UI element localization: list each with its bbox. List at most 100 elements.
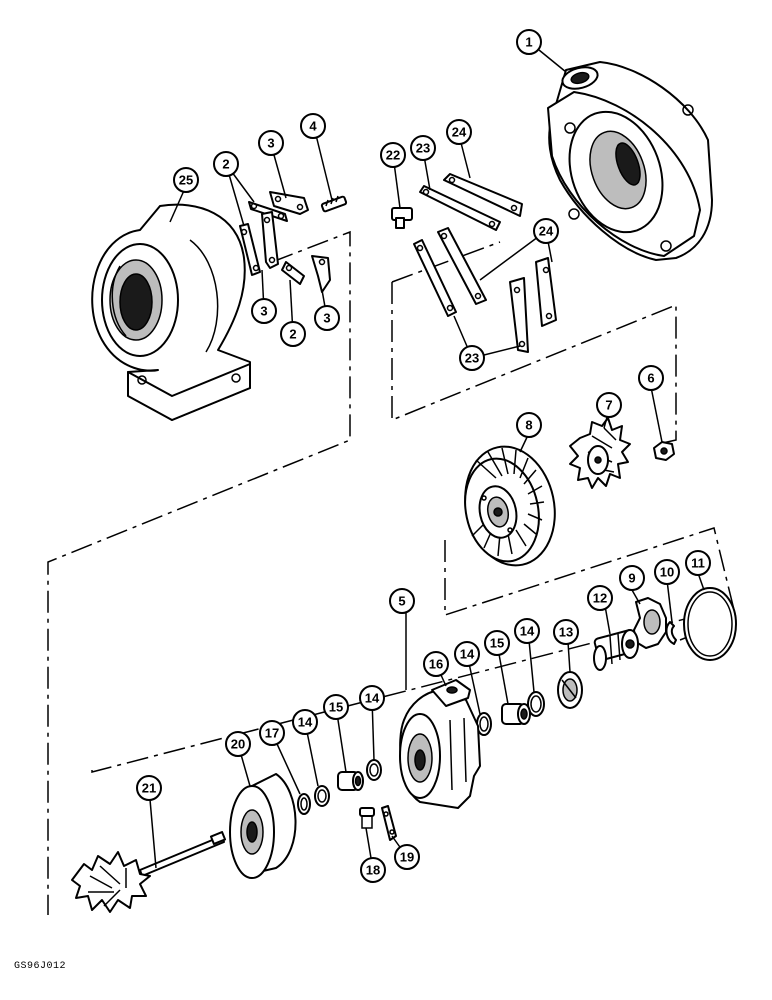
callout-14-c: 14	[454, 641, 480, 667]
callout-24-lower: 24	[533, 218, 559, 244]
svg-text:23: 23	[416, 141, 430, 156]
callout-21: 21	[136, 775, 162, 801]
svg-text:24: 24	[452, 125, 467, 140]
callout-6: 6	[638, 365, 664, 391]
bearing-15-upper	[501, 703, 531, 725]
svg-text:14: 14	[520, 624, 535, 639]
clamp-3-upper	[269, 191, 309, 215]
svg-text:15: 15	[490, 636, 504, 651]
callout-17: 17	[259, 720, 285, 746]
svg-text:22: 22	[386, 148, 400, 163]
callout-22: 22	[380, 142, 406, 168]
svg-text:2: 2	[222, 157, 229, 172]
callout-3-left: 3	[251, 298, 277, 324]
callout-3-upper: 3	[258, 130, 284, 156]
seal-ring-17	[297, 793, 311, 815]
svg-text:17: 17	[265, 726, 279, 741]
figure-code: GS96J012	[14, 961, 67, 972]
svg-text:23: 23	[465, 351, 479, 366]
svg-text:11: 11	[691, 556, 705, 571]
snap-ring-10	[665, 621, 677, 645]
cap-screw-22	[391, 207, 413, 229]
callout-2-upper: 2	[213, 151, 239, 177]
clamp-24-right	[535, 257, 557, 327]
svg-text:20: 20	[231, 737, 245, 752]
lock-plate-2-upper	[248, 201, 288, 222]
svg-text:10: 10	[660, 565, 674, 580]
svg-text:9: 9	[628, 571, 635, 586]
svg-text:5: 5	[398, 594, 405, 609]
callout-23-lower: 23	[459, 345, 485, 371]
callout-20: 20	[225, 731, 251, 757]
callout-15-a: 15	[323, 694, 349, 720]
lock-plate-2-lower	[281, 261, 305, 285]
callout-5: 5	[389, 588, 415, 614]
clamp-3-lower	[311, 255, 331, 293]
retaining-ring-14-d	[366, 759, 382, 781]
thrust-collar-9	[633, 597, 667, 649]
lock-plate-19	[381, 805, 397, 841]
center-housing	[399, 679, 481, 809]
svg-text:19: 19	[400, 850, 414, 865]
svg-text:8: 8	[525, 418, 532, 433]
nut-6	[653, 441, 675, 461]
cap-screw-4	[320, 195, 348, 213]
svg-text:14: 14	[460, 647, 475, 662]
callout-12: 12	[587, 585, 613, 611]
callout-8: 8	[516, 412, 542, 438]
thrust-bearing-12	[593, 629, 639, 671]
lock-plate-23-upper	[419, 185, 501, 231]
thrust-ring-13	[557, 671, 583, 709]
callout-3-right: 3	[314, 305, 340, 331]
svg-text:18: 18	[366, 863, 380, 878]
svg-text:14: 14	[298, 715, 313, 730]
callout-25: 25	[173, 167, 199, 193]
callout-4: 4	[300, 113, 326, 139]
callout-7: 7	[596, 392, 622, 418]
svg-text:1: 1	[525, 35, 532, 50]
callout-11: 11	[685, 550, 711, 576]
svg-text:14: 14	[365, 691, 380, 706]
callout-14-d: 14	[514, 618, 540, 644]
svg-text:3: 3	[267, 136, 274, 151]
svg-text:16: 16	[429, 657, 443, 672]
svg-text:7: 7	[605, 398, 612, 413]
diffuser-backplate	[464, 445, 556, 567]
callout-14-b: 14	[359, 685, 385, 711]
cap-screw-18	[359, 807, 375, 829]
clamp-3-left	[261, 211, 279, 269]
svg-text:13: 13	[559, 625, 573, 640]
svg-text:3: 3	[260, 304, 267, 319]
o-ring-11	[683, 587, 737, 661]
turbine-housing	[91, 203, 251, 421]
compressor-housing	[547, 61, 713, 261]
clamp-24-left	[437, 227, 487, 305]
svg-text:6: 6	[647, 371, 654, 386]
svg-text:3: 3	[323, 311, 330, 326]
compressor-wheel	[569, 417, 631, 489]
callout-2-lower: 2	[280, 321, 306, 347]
lock-plate-23-right	[509, 277, 529, 353]
bearing-15-lower	[337, 771, 364, 791]
callout-9: 9	[619, 565, 645, 591]
heat-shroud-20	[229, 773, 297, 879]
svg-text:4: 4	[309, 119, 317, 134]
callout-23-upper: 23	[410, 135, 436, 161]
lock-plate-23-left	[413, 239, 457, 317]
callout-15-b: 15	[484, 630, 510, 656]
svg-text:25: 25	[179, 173, 193, 188]
clamp-24-upper	[443, 173, 523, 217]
svg-text:24: 24	[539, 224, 554, 239]
callout-13: 13	[553, 619, 579, 645]
callout-24-upper: 24	[446, 119, 472, 145]
callout-16: 16	[423, 651, 449, 677]
turbine-wheel-shaft-21	[71, 831, 227, 913]
lock-plate-2-left	[239, 223, 261, 276]
svg-text:12: 12	[593, 591, 607, 606]
callout-18: 18	[360, 857, 386, 883]
callout-14-a: 14	[292, 709, 318, 735]
svg-text:15: 15	[329, 700, 343, 715]
callout-1: 1	[516, 29, 542, 55]
callout-10: 10	[654, 559, 680, 585]
